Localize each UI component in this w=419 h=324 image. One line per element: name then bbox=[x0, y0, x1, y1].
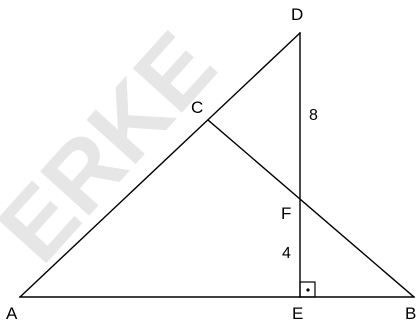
point-label-b: B bbox=[405, 304, 416, 323]
point-label-c: C bbox=[191, 98, 203, 117]
segment-CB bbox=[207, 119, 415, 298]
length-label-fe: 4 bbox=[282, 245, 291, 262]
point-label-a: A bbox=[6, 304, 18, 323]
length-label-df: 8 bbox=[309, 107, 318, 124]
right-angle-marker bbox=[299, 281, 316, 298]
point-label-f: F bbox=[281, 204, 291, 223]
point-label-d: D bbox=[291, 5, 303, 24]
segment-AD bbox=[19, 32, 301, 298]
point-label-e: E bbox=[292, 304, 303, 323]
watermark: ERKE bbox=[0, 12, 236, 282]
right-angle-dot bbox=[306, 288, 310, 292]
